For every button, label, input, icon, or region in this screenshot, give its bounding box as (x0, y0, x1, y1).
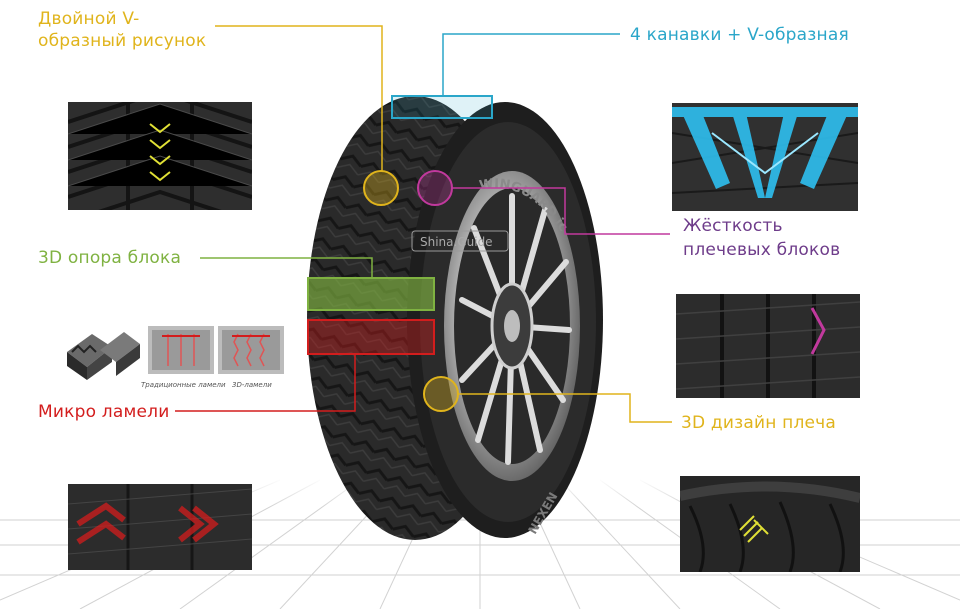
micro-sipes-label: Микро ламели (38, 402, 170, 422)
shoulder-stiffness-label: Жёсткость плечевых блоков (683, 216, 841, 260)
grooves-tread-thumbnail (672, 103, 858, 211)
double-v-label: Двойной V- образный рисунок (38, 9, 207, 51)
3d-sipes-image (218, 326, 284, 374)
traditional-sipes-image (148, 326, 214, 374)
micro-sipes-marker (307, 319, 435, 355)
block-support-marker (307, 277, 435, 311)
sipe-block-3d-model (62, 322, 142, 382)
3d-sipes-caption: 3D-ламели (232, 381, 272, 389)
shoulder-design-marker (423, 376, 459, 412)
double-v-marker (363, 170, 399, 206)
shoulder-stiffness-thumbnail (676, 294, 860, 398)
shoulder-design-thumbnail (680, 476, 860, 572)
traditional-sipes-caption: Традиционные ламели (141, 381, 226, 389)
double-v-tread-thumbnail (68, 102, 252, 210)
shoulder-design-label: 3D дизайн плеча (681, 413, 837, 433)
block-support-label: 3D опора блока (38, 248, 182, 268)
grooves-label: 4 канавки + V-образная (630, 25, 849, 45)
micro-sipes-thumbnail (68, 484, 252, 570)
watermark-text: Shina.Guide (420, 235, 493, 249)
shoulder-stiffness-marker (417, 170, 453, 206)
grooves-marker (391, 95, 493, 119)
